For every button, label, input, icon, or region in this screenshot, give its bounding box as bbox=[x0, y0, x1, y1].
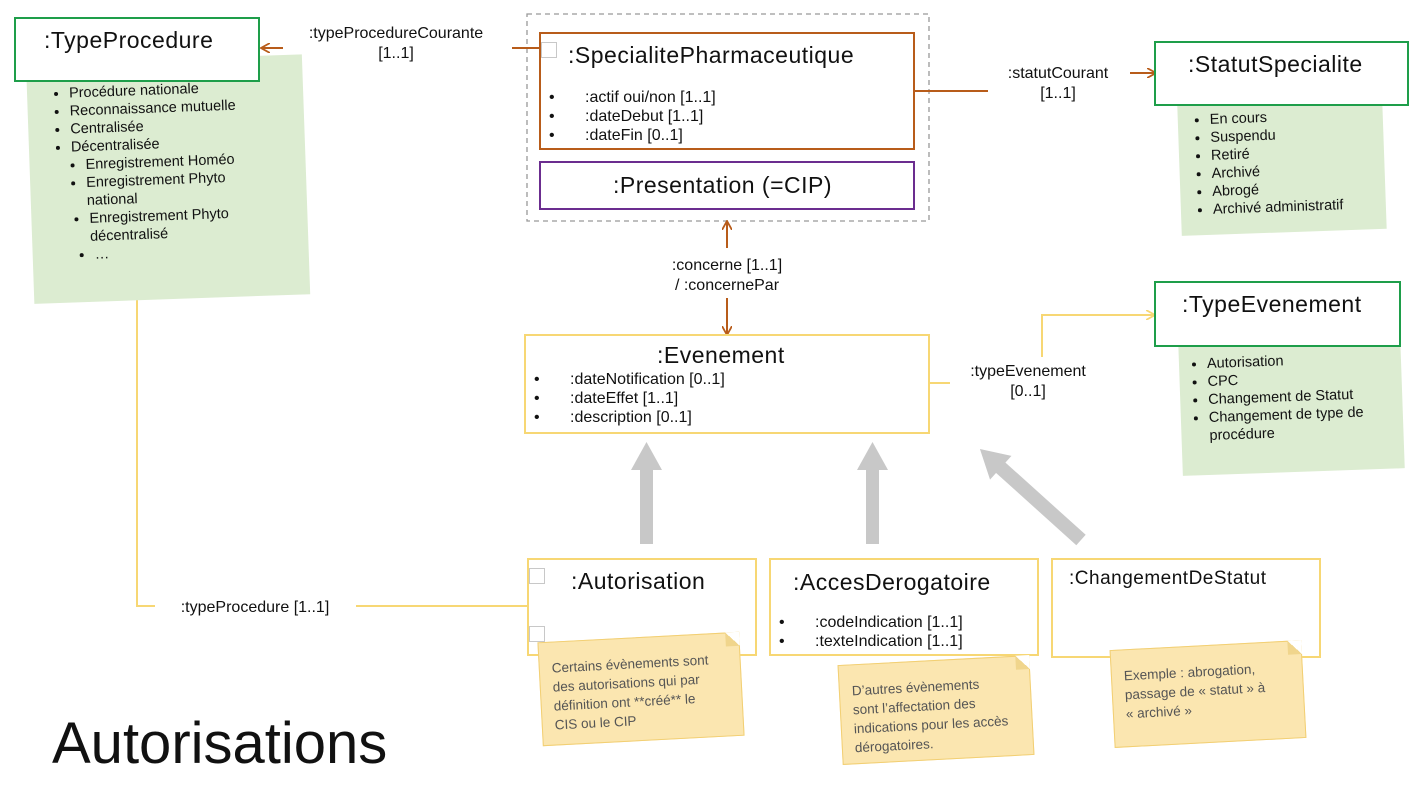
relation-cardinality: [1..1] bbox=[378, 45, 414, 62]
statut-specialite-values: En cours Suspendu Retiré Archivé Abrogé … bbox=[1177, 105, 1386, 220]
relation-cardinality: [0..1] bbox=[1010, 383, 1046, 400]
class-title: :Autorisation bbox=[571, 568, 706, 594]
class-title: :AccesDerogatoire bbox=[793, 569, 991, 595]
attribute: :description [0..1] bbox=[526, 408, 725, 427]
relation-name: :typeProcedure [1..1] bbox=[180, 599, 330, 616]
class-acces-derogatoire: :AccesDerogatoire :codeIndication [1..1]… bbox=[769, 558, 1039, 656]
relation-name: :concerne [1..1] bbox=[671, 257, 783, 274]
attribute-list: :actif oui/non [1..1] :dateDebut [1..1] … bbox=[541, 88, 716, 145]
placeholder-square bbox=[529, 626, 545, 642]
placeholder-square bbox=[541, 42, 557, 58]
attribute: :texteIndication [1..1] bbox=[771, 632, 963, 651]
class-title: :SpecialitePharmaceutique bbox=[568, 42, 855, 68]
placeholder-square bbox=[529, 568, 545, 584]
note-acces-derogatoire: D’autres évènements sont l’affectation d… bbox=[837, 655, 1035, 765]
relation-name: :statutCourant bbox=[1007, 65, 1109, 82]
relation-label-type-evenement: :typeEvenement [0..1] bbox=[955, 362, 1101, 402]
list-item: Enregistrement Phyto décentralisé bbox=[89, 205, 240, 246]
relation-label-type-procedure: :typeProcedure [1..1] bbox=[160, 598, 350, 618]
type-procedure-values-note: Procédure nationale Reconnaissance mutue… bbox=[26, 54, 311, 304]
type-procedure-values: Procédure nationale Reconnaissance mutue… bbox=[27, 76, 309, 266]
slide-title: Autorisations bbox=[52, 711, 388, 776]
relation-name: :typeProcedureCourante bbox=[308, 25, 484, 42]
class-title: :ChangementDeStatut bbox=[1069, 568, 1267, 589]
relation-cardinality: [1..1] bbox=[1040, 85, 1076, 102]
inheritance-arrow-acces bbox=[857, 442, 888, 544]
note-changement-de-statut: Exemple : abrogation, passage de « statu… bbox=[1109, 640, 1307, 748]
attribute-list: :dateNotification [0..1] :dateEffet [1..… bbox=[526, 370, 725, 427]
class-type-procedure: :TypeProcedure bbox=[14, 17, 260, 82]
class-title: :Presentation (=CIP) bbox=[613, 172, 833, 198]
attribute: :dateDebut [1..1] bbox=[541, 107, 716, 126]
class-title: :StatutSpecialite bbox=[1188, 51, 1363, 77]
class-evenement: :Evenement :dateNotification [0..1] :dat… bbox=[524, 334, 930, 434]
note-autorisation: Certains évènements sont des autorisatio… bbox=[537, 631, 745, 747]
type-evenement-values: Autorisation CPC Changement de Statut Ch… bbox=[1179, 348, 1404, 446]
class-type-evenement: :TypeEvenement bbox=[1154, 281, 1401, 347]
relation-label-statut-courant: :statutCourant [1..1] bbox=[990, 64, 1126, 104]
class-title: :TypeProcedure bbox=[44, 27, 214, 53]
attribute: :codeIndication [1..1] bbox=[771, 613, 963, 632]
inheritance-arrow-autorisation bbox=[631, 442, 662, 544]
class-presentation: :Presentation (=CIP) bbox=[539, 161, 915, 210]
class-title: :TypeEvenement bbox=[1182, 291, 1362, 317]
list-item: Changement de type de procédure bbox=[1209, 403, 1385, 445]
relation-line-type-evenement-right bbox=[1041, 315, 1154, 357]
attribute-list: :codeIndication [1..1] :texteIndication … bbox=[771, 613, 963, 651]
class-statut-specialite: :StatutSpecialite bbox=[1154, 41, 1409, 106]
class-specialite-pharmaceutique: :SpecialitePharmaceutique :actif oui/non… bbox=[539, 32, 915, 150]
list-item: Enregistrement Phyto national bbox=[86, 169, 237, 210]
inheritance-arrow-changement bbox=[979, 448, 1086, 546]
relation-name: :typeEvenement bbox=[970, 363, 1086, 380]
relation-label-type-procedure-courante: :typeProcedureCourante [1..1] bbox=[290, 24, 502, 64]
statut-specialite-values-note: En cours Suspendu Retiré Archivé Abrogé … bbox=[1177, 90, 1387, 236]
type-evenement-values-note: Autorisation CPC Changement de Statut Ch… bbox=[1178, 328, 1405, 476]
attribute: :dateNotification [0..1] bbox=[526, 370, 725, 389]
attribute: :dateEffet [1..1] bbox=[526, 389, 725, 408]
relation-label-concerne: :concerne [1..1] / :concernePar bbox=[642, 256, 812, 296]
relation-inverse-name: / :concernePar bbox=[674, 277, 780, 294]
class-title: :Evenement bbox=[657, 342, 785, 368]
attribute: :actif oui/non [1..1] bbox=[541, 88, 716, 107]
attribute: :dateFin [0..1] bbox=[541, 126, 716, 145]
